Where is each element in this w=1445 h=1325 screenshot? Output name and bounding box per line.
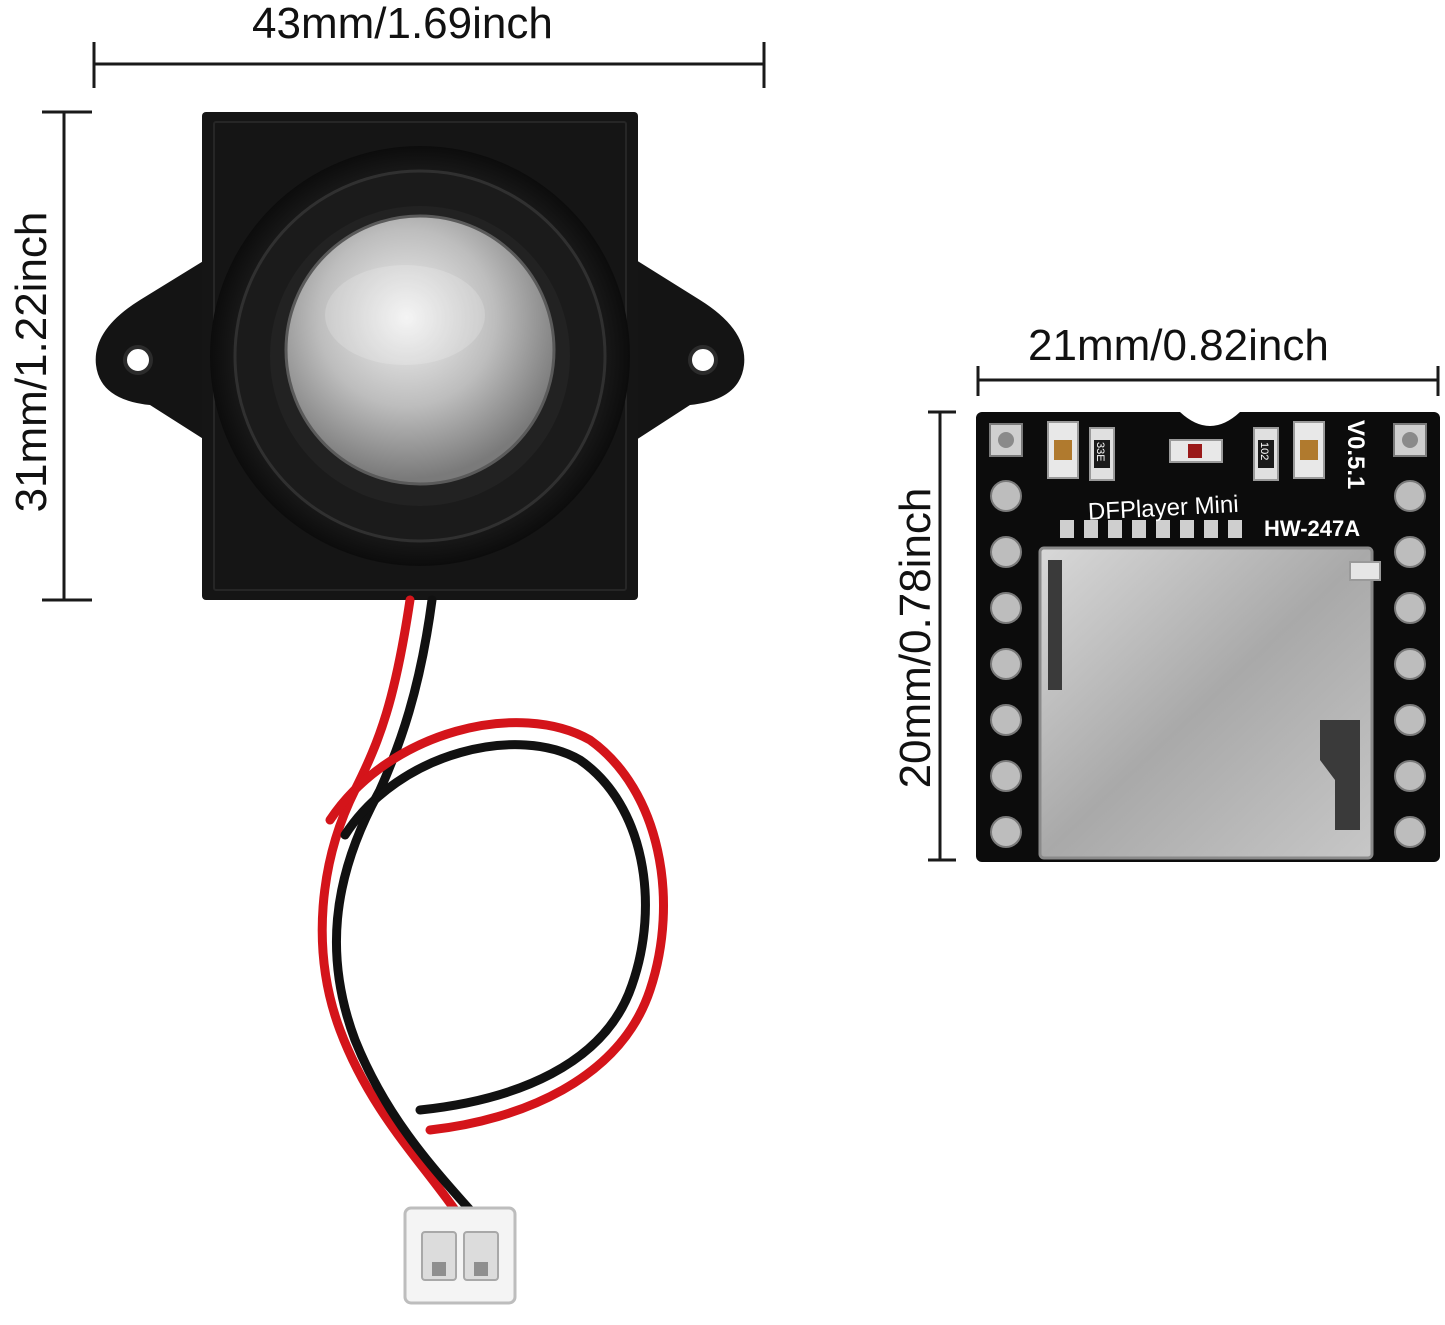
sd-card-slot: [1038, 546, 1374, 860]
speaker-width-dimension-line: [92, 42, 766, 88]
board-width-dimension-line: [976, 366, 1440, 396]
black-wire: [331, 595, 475, 1215]
left-pin-header: [989, 423, 1023, 848]
speaker-wires: [317, 595, 668, 1215]
board-width-label: 21mm/0.82inch: [1028, 321, 1329, 370]
red-wire: [317, 595, 460, 1215]
capacitor-right: [1293, 421, 1325, 479]
board-height-label: 20mm/0.78inch: [891, 487, 940, 789]
speaker-width-label: 43mm/1.69inch: [252, 0, 553, 48]
board-model-label: HW-247A: [1264, 516, 1360, 541]
mounting-hole-right: [688, 345, 718, 375]
mounting-hole-left: [123, 345, 153, 375]
sd-contact-pads: [1060, 520, 1242, 538]
capacitor-left: [1047, 421, 1079, 479]
resistor-left-code: 33E: [1094, 442, 1106, 462]
speaker-height-dimension-line: [42, 110, 92, 602]
red-wire-loop: [325, 718, 668, 1135]
speaker-height-label: 31mm/1.22inch: [7, 211, 56, 513]
wire-connector: [403, 1206, 517, 1305]
resistor-right-code: 102: [1258, 442, 1270, 460]
black-wire-loop: [340, 740, 650, 1115]
right-pin-header: [1393, 423, 1427, 848]
speaker-mounting-ear-left: [95, 260, 205, 440]
speaker-dome: [284, 214, 556, 486]
board-version-label: V0.5.1: [1342, 420, 1369, 489]
speaker: [95, 112, 745, 600]
dfplayer-board: DFPlayer Mini HW-247A V0.5.1 33E 102: [976, 412, 1440, 862]
speaker-mounting-ear-right: [636, 260, 745, 440]
board-height-dimension-line: [928, 410, 956, 862]
